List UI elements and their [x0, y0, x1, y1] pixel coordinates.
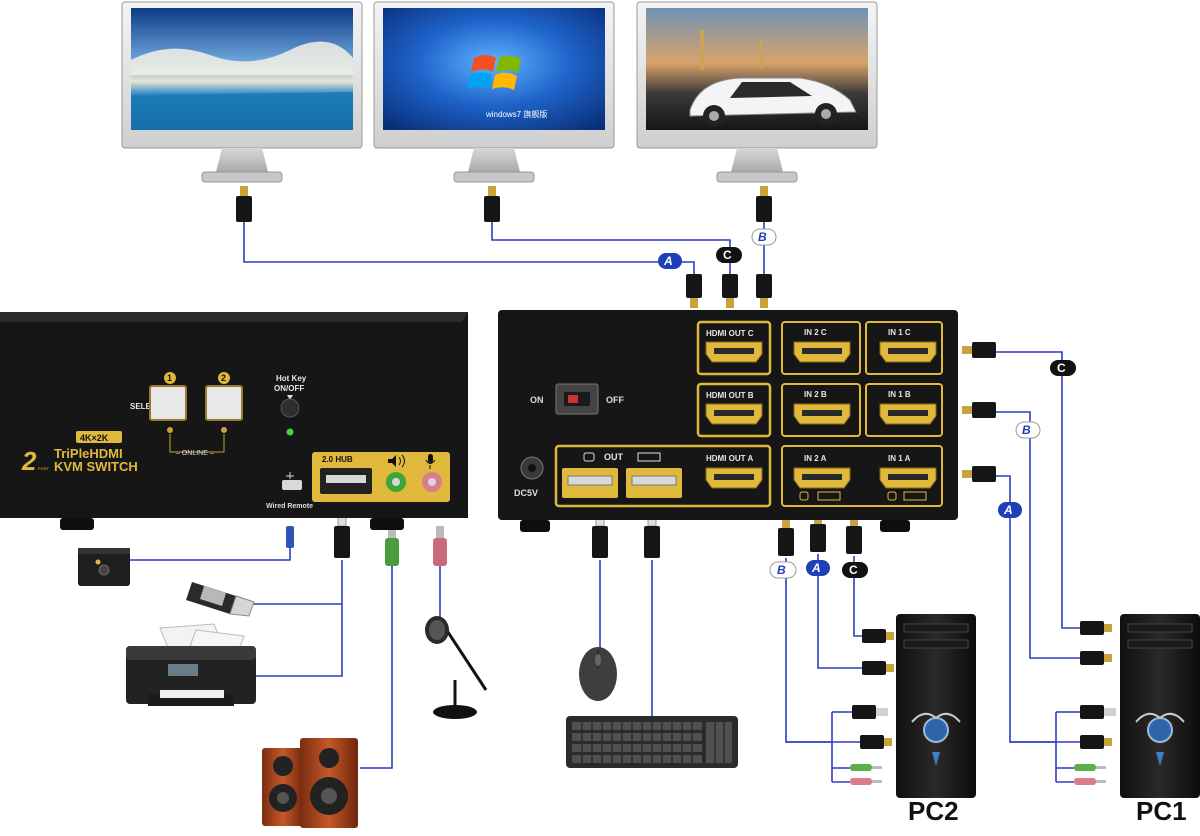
tag-c-top: C: [716, 247, 742, 263]
tag-b-top: B: [751, 228, 777, 246]
tags: A C B C B A B A C: [658, 228, 1076, 579]
cable-pc2-c: [853, 556, 862, 637]
wired-remote-device: [78, 548, 130, 586]
tag-a-bottom: A: [806, 560, 830, 576]
label-in1c: IN 1 C: [888, 328, 911, 337]
power-on-label: ON: [530, 395, 544, 405]
svg-text:B: B: [1022, 423, 1031, 437]
microphone: [425, 616, 488, 719]
mouse-glyph-icon: [583, 452, 595, 462]
svg-text:A: A: [811, 561, 821, 575]
kvm-front-panel: SELECT ▸ 1 2 – ONLINE – Hot Key ON/OFF 4…: [0, 312, 468, 530]
online-label: – ONLINE –: [176, 450, 214, 457]
label-hdmi-out-c: HDMI OUT C: [706, 329, 754, 338]
resolution-text: 4K×2K: [80, 433, 109, 443]
brand-line1: TriPleHDMI: [54, 446, 123, 461]
hotkey-label-1: Hot Key: [276, 374, 307, 383]
cable-pc1-b: [996, 411, 1080, 659]
svg-text:B: B: [758, 230, 767, 244]
label-in2c: IN 2 C: [804, 328, 827, 337]
cable-speaker: [360, 560, 393, 769]
svg-text:C: C: [1057, 361, 1066, 375]
power-off-label: OFF: [606, 395, 624, 405]
keyboard-glyph-icon: [637, 452, 661, 462]
port1-badge: [164, 372, 176, 384]
cable-usb-hub: [252, 560, 343, 677]
svg-text:A: A: [1003, 503, 1013, 517]
port1-number: 1: [167, 373, 172, 383]
label-in2a: IN 2 A: [804, 454, 827, 463]
tag-a-top: A: [658, 253, 682, 269]
svg-text:B: B: [777, 563, 786, 577]
kvm-rear-panel: ON OFF DC5V HDMI OUT C HDMI OUT B HDMI O…: [498, 310, 958, 532]
cable-pc2-b: [785, 558, 860, 743]
label-hdmi-out-b: HDMI OUT B: [706, 391, 754, 400]
usb-flash-drive: [186, 582, 255, 617]
printer: [126, 623, 256, 706]
monitor-right: [636, 1, 878, 183]
hotkey-led: [286, 428, 294, 436]
pc2-tower: [896, 614, 976, 798]
sports-car-icon: [689, 77, 857, 127]
brand-line2: KVM SWITCH: [54, 459, 138, 474]
label-in1a: IN 1 A: [888, 454, 911, 463]
brand-port: PORT: [38, 466, 50, 471]
svg-text:C: C: [723, 248, 732, 262]
cable-monitor-left-a: [243, 222, 695, 274]
hotkey-label-2: ON/OFF: [274, 384, 304, 393]
hub-label: 2.0 HUB: [322, 455, 353, 464]
online-led-2: [221, 427, 227, 433]
wired-remote-label: Wired Remote: [266, 503, 313, 510]
label-in2b: IN 2 B: [804, 390, 827, 399]
windows-logo-icon: [467, 55, 521, 90]
keyboard: [566, 716, 738, 768]
speakers: [262, 738, 358, 828]
monitor-center: windows7 旗舰版: [373, 1, 615, 183]
hdmi-plugs: [236, 186, 1116, 785]
port2-badge: [218, 372, 230, 384]
cable-remote: [130, 548, 291, 561]
speaker-icon: [388, 454, 405, 468]
port2-number: 2: [221, 373, 226, 383]
svg-text:C: C: [849, 563, 858, 577]
microphone-icon: [425, 454, 436, 469]
tag-b-bottom: B: [769, 561, 797, 579]
pc1-tower: [1120, 614, 1200, 798]
resolution-badge: [76, 431, 122, 443]
pc1-label: PC1: [1136, 796, 1187, 826]
svg-text:A: A: [663, 254, 673, 268]
usb-out-label: OUT: [604, 452, 624, 462]
tag-c-bottom: C: [842, 562, 868, 578]
label-hdmi-out-a: HDMI OUT A: [706, 454, 753, 463]
cable-pc1-c: [996, 351, 1080, 629]
tag-b-right: B: [1015, 421, 1041, 439]
select-button-2[interactable]: [205, 385, 243, 421]
pc2-label: PC2: [908, 796, 959, 826]
online-led-1: [167, 427, 173, 433]
windows-caption: windows7 旗舰版: [485, 109, 547, 119]
mouse: [579, 647, 617, 701]
brand-number: 2: [21, 446, 37, 476]
mini-usb-port: [282, 480, 302, 490]
label-in1b: IN 1 B: [888, 390, 911, 399]
dc-label: DC5V: [514, 488, 538, 498]
hotkey-button[interactable]: [280, 398, 300, 418]
monitor-left: [121, 1, 363, 183]
cable-pc2-a: [817, 554, 862, 669]
tag-c-right: C: [1050, 360, 1076, 376]
select-button-1[interactable]: [149, 385, 187, 421]
tag-a-right: A: [998, 502, 1022, 518]
